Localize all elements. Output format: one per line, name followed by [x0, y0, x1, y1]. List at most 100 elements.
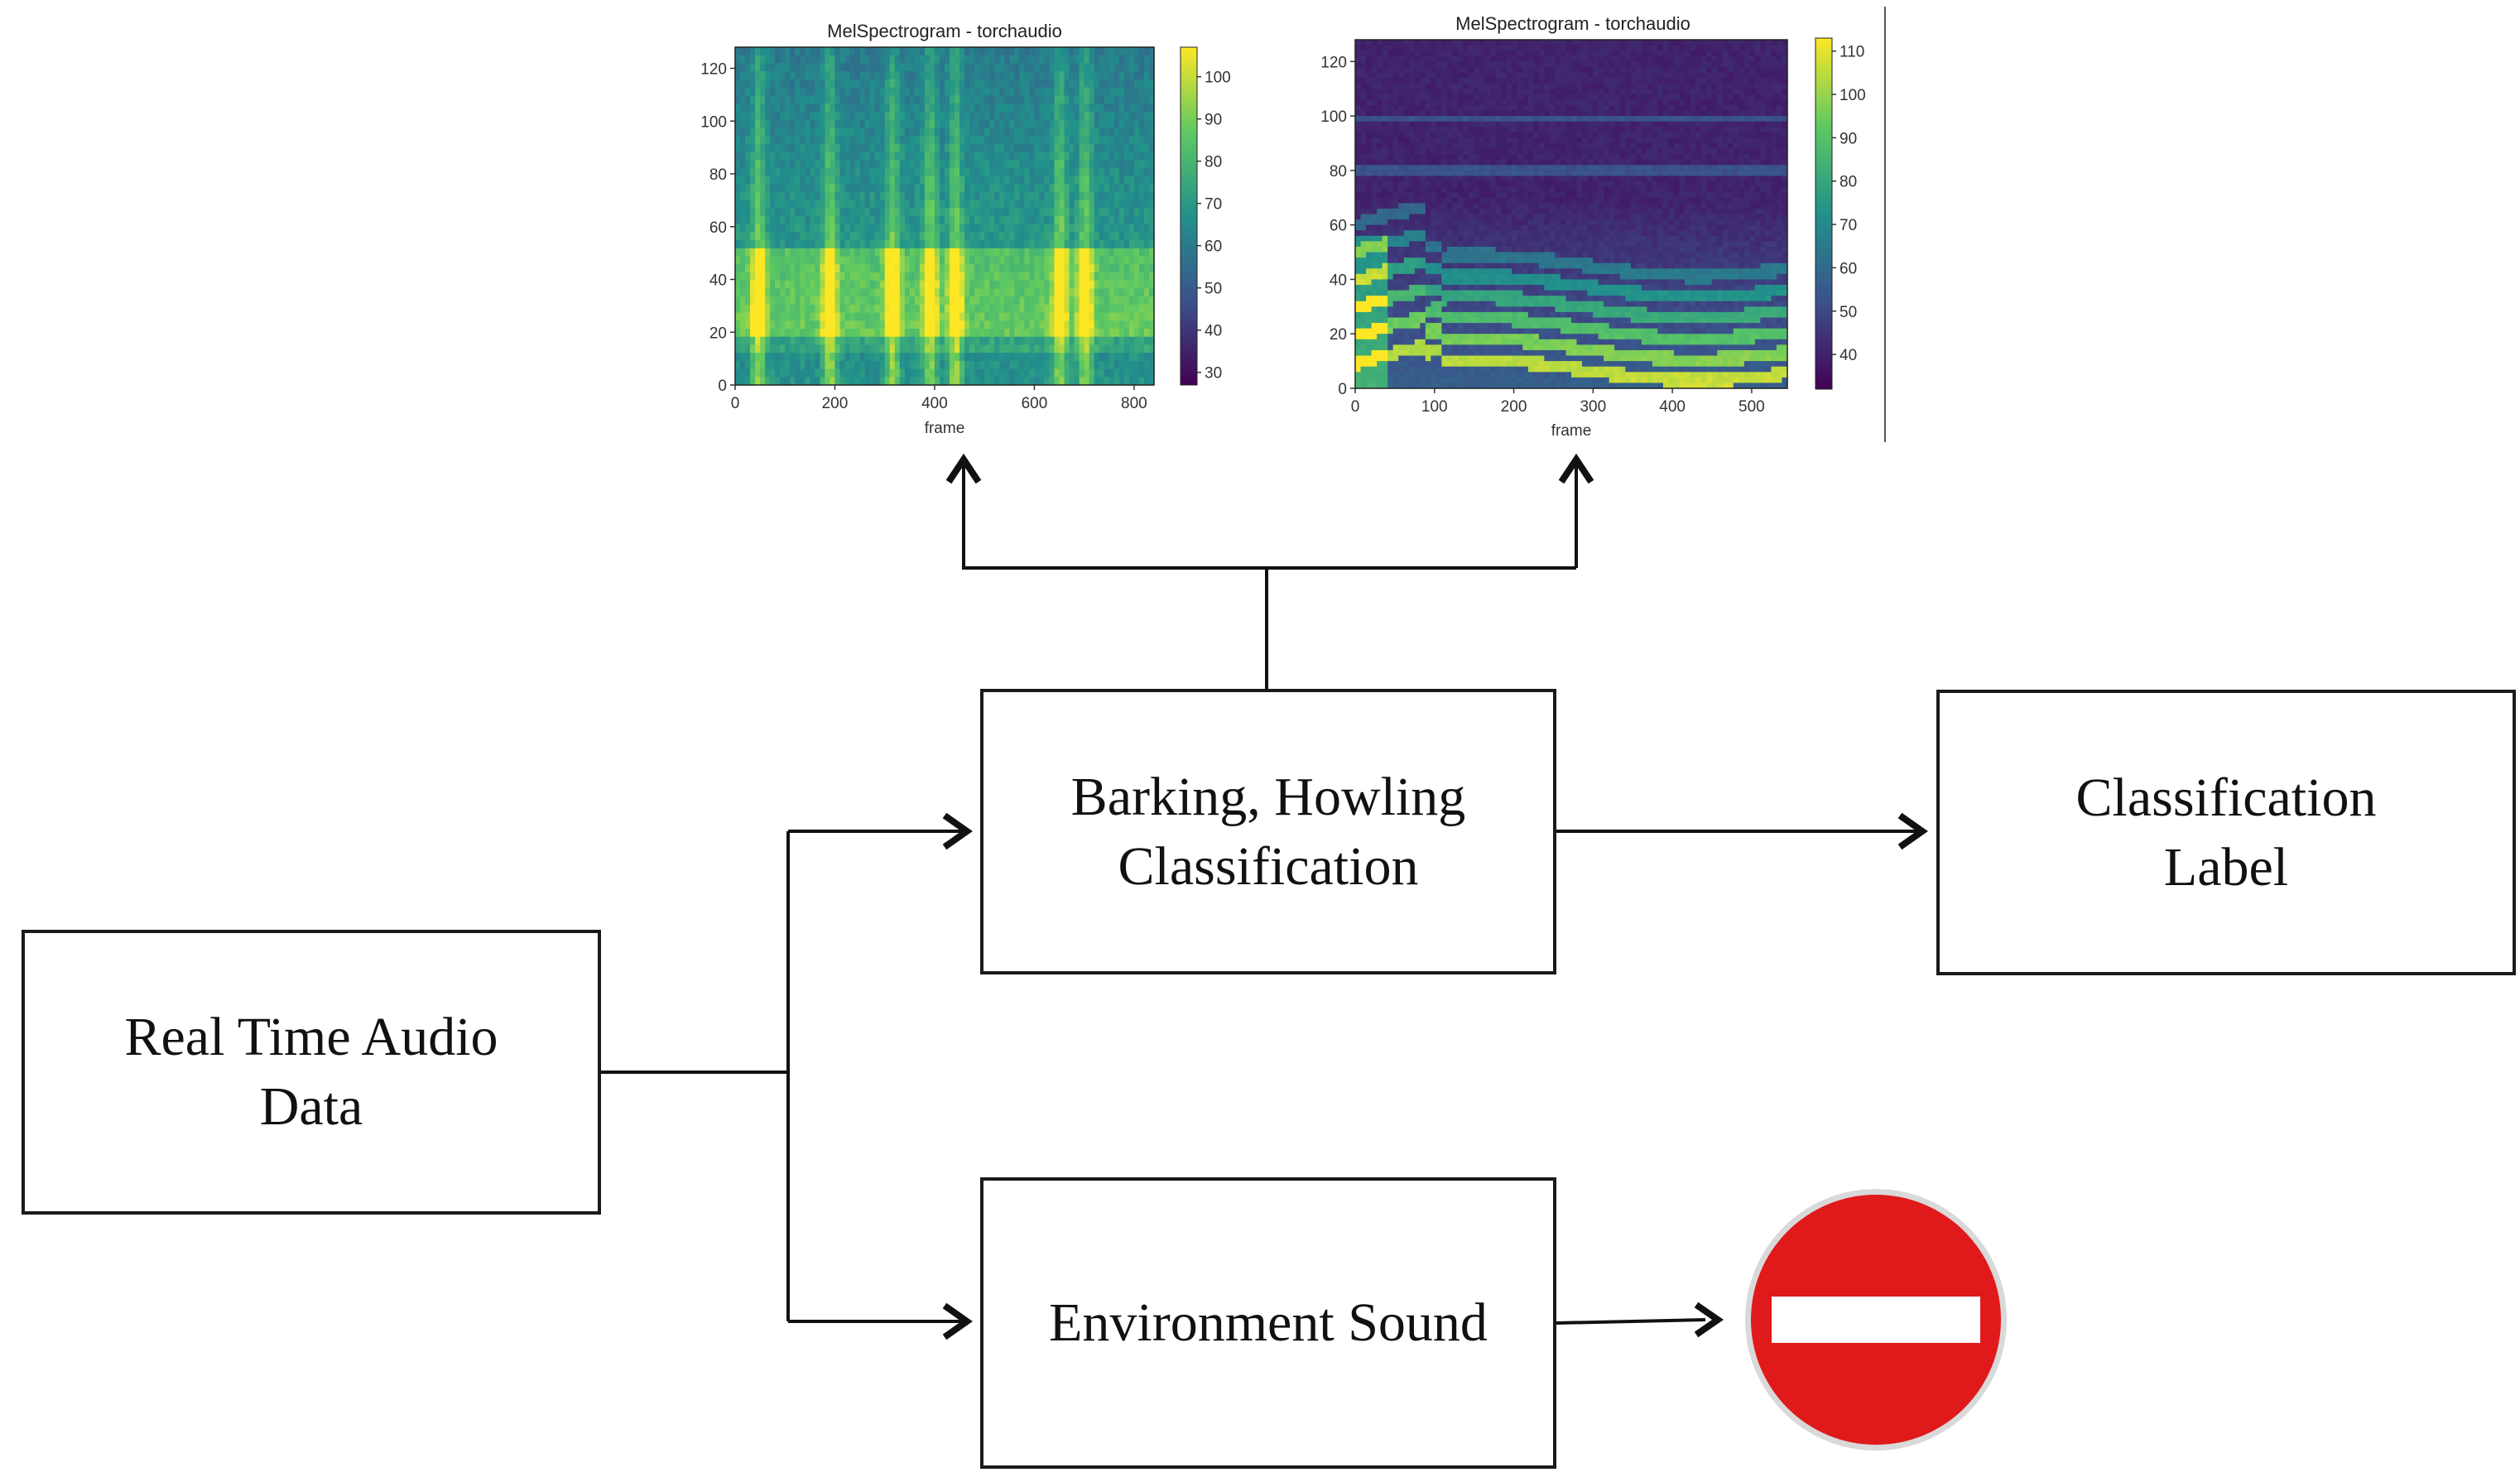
spectrogram-cell: [994, 377, 1000, 386]
spectrogram-cell: [1436, 328, 1442, 334]
spectrogram-cell: [904, 47, 911, 56]
spectrogram-cell: [1143, 143, 1150, 152]
spectrogram-cell: [969, 79, 975, 89]
spectrogram-cell: [1414, 51, 1421, 57]
spectrogram-cell: [1420, 148, 1426, 155]
spectrogram-cell: [859, 344, 866, 354]
spectrogram-cell: [745, 119, 751, 128]
spectrogram-cell: [929, 368, 935, 378]
spectrogram-cell: [884, 200, 891, 209]
spectrogram-cell: [950, 208, 955, 217]
spectrogram-cell: [1059, 200, 1065, 209]
spectrogram-cell: [760, 256, 766, 265]
spectrogram-cell: [1387, 192, 1394, 199]
spectrogram-cell: [1128, 191, 1135, 201]
spectrogram-cell: [924, 208, 931, 217]
spectrogram-cell: [1463, 127, 1469, 133]
spectrogram-cell: [1398, 296, 1405, 302]
spectrogram-cell: [750, 200, 756, 209]
spectrogram-cell: [834, 360, 841, 370]
spectrogram-cell: [1109, 191, 1115, 201]
spectrogram-cell: [1409, 181, 1416, 188]
spectrogram-cell: [820, 63, 826, 72]
spectrogram-cell: [924, 135, 931, 145]
spectrogram-cell: [750, 135, 756, 145]
spectrogram-cell: [979, 264, 985, 273]
spectrogram-cell: [1457, 154, 1464, 161]
spectrogram-cell: [750, 160, 756, 169]
spectrogram-cell: [869, 176, 876, 185]
spectrogram-cell: [1463, 235, 1469, 242]
spectrogram-cell: [1387, 344, 1394, 351]
spectrogram-cell: [849, 119, 856, 128]
spectrogram-cell: [1409, 246, 1416, 253]
spectrogram-cell: [924, 304, 931, 314]
spectrogram-cell: [924, 256, 931, 265]
spectrogram-cell: [1392, 214, 1399, 220]
spectrogram-cell: [825, 71, 831, 80]
spectrogram-cell: [1084, 256, 1090, 265]
spectrogram-cell: [1366, 366, 1373, 373]
spectrogram-cell: [934, 47, 940, 56]
x-tick-label: 800: [1121, 395, 1147, 412]
spectrogram-cell: [1366, 148, 1373, 155]
spectrogram-cell: [924, 360, 931, 370]
spectrogram-cell: [780, 160, 786, 169]
spectrogram-cell: [919, 135, 926, 145]
spectrogram-cell: [795, 336, 801, 346]
spectrogram-cell: [1099, 368, 1105, 378]
spectrogram-cell: [1371, 246, 1378, 253]
spectrogram-cell: [1004, 304, 1010, 314]
spectrogram-cell: [1441, 159, 1448, 166]
spectrogram-cell: [1403, 61, 1410, 68]
spectrogram-cell: [904, 119, 911, 128]
spectrogram-cell: [750, 320, 756, 330]
spectrogram-cell: [1371, 61, 1378, 68]
spectrogram-cell: [1089, 240, 1095, 249]
spectrogram-cell: [1377, 224, 1383, 231]
spectrogram-cell: [1469, 148, 1475, 155]
spectrogram-cell: [1113, 336, 1120, 346]
spectrogram-cell: [854, 191, 861, 201]
spectrogram-cell: [1034, 320, 1041, 330]
spectrogram-cell: [1104, 87, 1110, 96]
spectrogram-cell: [1069, 79, 1075, 89]
spectrogram-cell: [1113, 184, 1120, 193]
spectrogram-cell: [1054, 216, 1060, 225]
spectrogram-cell: [869, 208, 876, 217]
spectrogram-cell: [874, 71, 881, 80]
spectrogram-cell: [790, 296, 796, 306]
spectrogram-cell: [964, 200, 970, 209]
spectrogram-cell: [924, 224, 931, 233]
spectrogram-cell: [1064, 288, 1070, 297]
spectrogram-cell: [1039, 216, 1046, 225]
spectrogram-cell: [830, 288, 836, 297]
spectrogram-cell: [790, 353, 796, 362]
spectrogram-cell: [945, 240, 950, 249]
spectrogram-cell: [929, 280, 935, 290]
spectrogram-cell: [884, 264, 891, 273]
spectrogram-cell: [999, 135, 1005, 145]
spectrogram-cell: [1366, 66, 1373, 74]
spectrogram-cell: [1414, 296, 1421, 302]
spectrogram-cell: [1039, 95, 1046, 104]
spectrogram-cell: [914, 360, 921, 370]
spectrogram-cell: [864, 304, 871, 314]
spectrogram-cell: [939, 377, 945, 386]
spectrogram-cell: [800, 128, 806, 137]
spectrogram-cell: [1366, 311, 1373, 319]
spectrogram-cell: [765, 111, 771, 121]
spectrogram-cell: [1382, 301, 1388, 307]
spectrogram-cell: [1392, 290, 1399, 296]
spectrogram-cell: [1019, 95, 1025, 104]
spectrogram-cell: [1452, 159, 1459, 166]
spectrogram-cell: [1446, 224, 1454, 231]
spectrogram-cell: [755, 143, 761, 152]
spectrogram-cell: [1118, 103, 1125, 113]
spectrogram-cell: [815, 208, 821, 217]
spectrogram-cell: [1420, 361, 1426, 368]
spectrogram-cell: [1104, 128, 1110, 137]
spectrogram-cell: [1420, 214, 1426, 220]
spectrogram-cell: [1360, 317, 1367, 324]
spectrogram-cell: [1431, 165, 1437, 171]
